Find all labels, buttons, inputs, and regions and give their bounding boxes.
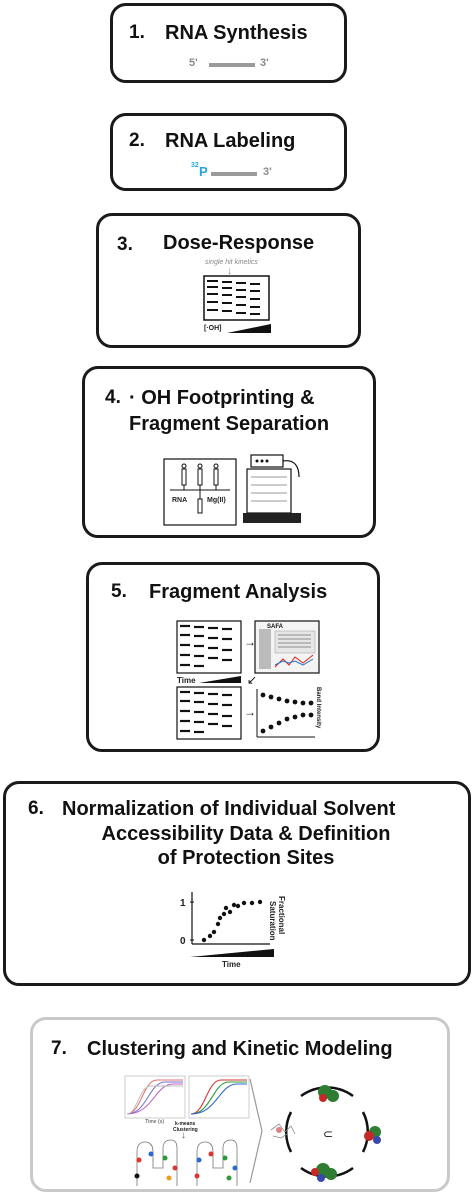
dose-label: [·OH] (204, 325, 222, 332)
down-arrow-icon: ↓ (181, 1130, 186, 1141)
svg-text:⊂: ⊂ (323, 1127, 333, 1141)
rna-syringe-label: RNA (172, 497, 188, 504)
step-6-box: 6. Normalization of Individual Solvent A… (3, 781, 471, 986)
step-3-number: 3. (117, 234, 133, 255)
x-axis-label: Time (222, 960, 241, 969)
cluster-label-line1: k-means (175, 1121, 196, 1127)
y-axis-top-label: 1 (180, 898, 186, 909)
saturation-curve-plot (190, 892, 270, 945)
step-6-title-line1: Normalization of Individual Solvent (62, 798, 396, 820)
y-axis-bottom-label: 0 (180, 936, 186, 947)
step-7-title: Clustering and Kinetic Modeling (87, 1038, 393, 1060)
dose-wedge-icon (227, 324, 271, 333)
step-5-box: 5. Fragment Analysis → SAFA Time ↙ (86, 562, 380, 752)
band-intensity-label: Band Intensity (315, 687, 321, 729)
right-arrow-icon: → (244, 635, 256, 649)
step-1-box: 1. RNA Synthesis 5' 3' (110, 3, 347, 83)
step-7-number: 7. (51, 1038, 67, 1059)
cluster-label-line2: Clustering (173, 1127, 198, 1133)
rna-secondary-structure-2 (194, 1139, 238, 1186)
rna-5-prime-label: 5' (189, 57, 198, 69)
step-4-title-line1: · OH Footprinting & (129, 387, 315, 409)
time-wedge-step6 (190, 949, 274, 957)
step-6-title-line3: of Protection Sites (157, 847, 335, 869)
safa-screenshot (254, 620, 320, 674)
kinetics-note: single hit kinetics (205, 259, 258, 266)
p32-symbol: P (199, 164, 208, 179)
rna-3-prime-label: 3' (260, 57, 269, 69)
step-1-title: RNA Synthesis (165, 22, 308, 44)
step-5-title: Fragment Analysis (149, 581, 328, 603)
step-4-title-line2: Fragment Separation (129, 413, 330, 435)
mg-syringe-label: Mg(II) (207, 497, 226, 504)
p32-superscript: 32 (191, 162, 199, 169)
step-3-box: 3. Dose-Response single hit kinetics ↓ [… (96, 213, 361, 348)
quench-flow-diagram (163, 458, 237, 526)
labeled-rna-3-prime: 3' (263, 166, 272, 178)
band-intensity-plot (256, 689, 315, 738)
bracket-arrow-icon (249, 1078, 263, 1184)
step-5-number: 5. (111, 581, 127, 602)
kinetic-traces-plot-1 (124, 1075, 186, 1119)
y-axis-label-line1: Fractional (277, 896, 286, 935)
gel-electrophoresis-apparatus (243, 454, 301, 523)
right-arrow-icon: → (244, 705, 256, 719)
step-7-box: 7. Clustering and Kinetic Modeling Time … (30, 1017, 450, 1192)
step-2-title: RNA Labeling (165, 130, 296, 152)
time-label-top: Time (177, 676, 196, 685)
step-2-number: 2. (129, 130, 145, 151)
step-4-box: 4. · OH Footprinting & Fragment Separati… (82, 366, 376, 538)
plot-x-axis-label: Time (s) (145, 1119, 165, 1125)
rna-secondary-structure-1 (134, 1139, 178, 1186)
labeled-rna-line (211, 172, 257, 176)
kinetic-model-diagram: ⊂ (270, 1085, 381, 1182)
step-6-title-line2: Accessibility Data & Definition (101, 823, 391, 845)
step-6-number: 6. (28, 798, 44, 819)
gel-image-top (176, 620, 242, 674)
dose-gel-image (203, 275, 270, 321)
safa-label: SAFA (267, 624, 284, 630)
step-4-number: 4. (105, 387, 121, 408)
time-wedge-top (199, 676, 241, 683)
gel-image-bottom (176, 686, 242, 740)
rna-strand-line (209, 63, 255, 67)
step-1-number: 1. (129, 22, 145, 43)
step-2-box: 2. RNA Labeling 32 P 3' (110, 113, 347, 191)
diagonal-arrow-icon: ↙ (247, 673, 258, 687)
step-3-title: Dose-Response (163, 232, 315, 254)
kinetic-traces-plot-2 (188, 1075, 250, 1119)
y-axis-label-line2: Saturation (268, 901, 277, 941)
down-arrow-icon: ↓ (227, 266, 232, 277)
